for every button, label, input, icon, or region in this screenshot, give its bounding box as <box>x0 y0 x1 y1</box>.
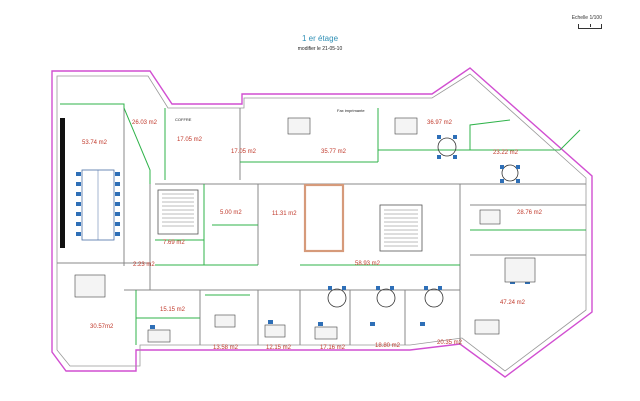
plan-title: 1 er étage <box>301 34 339 43</box>
printer-label: Fax imprimante <box>337 108 365 113</box>
area-label: 13.58 m2 <box>213 345 239 351</box>
area-label: 23.22 m2 <box>493 150 519 156</box>
meeting-table <box>60 118 120 248</box>
desks <box>74 117 536 343</box>
area-label: 30.57m2 <box>90 324 114 330</box>
area-label: 12.15 m2 <box>266 345 292 351</box>
area-label: 15.15 m2 <box>160 307 186 313</box>
scale-bar <box>578 24 602 29</box>
area-label: 28.76 m2 <box>517 210 543 216</box>
scale-label: Echelle 1/100 <box>571 15 602 21</box>
area-label: 36.97 m2 <box>427 120 453 126</box>
area-label: 47.24 m2 <box>500 300 526 306</box>
round-tables <box>327 137 519 308</box>
stair-core <box>157 183 423 253</box>
area-label: 2.23 m2 <box>133 262 155 268</box>
area-label: 17.05 m2 <box>177 137 203 143</box>
area-label: 53.74 m2 <box>82 140 108 146</box>
coffre-label: COFFRE <box>175 117 192 122</box>
area-label: 17.16 m2 <box>320 345 346 351</box>
area-label: 58.93 m2 <box>355 261 381 267</box>
area-label: 5.00 m2 <box>220 210 242 216</box>
chairs <box>150 135 530 329</box>
area-label: 26.03 m2 <box>132 120 158 126</box>
plan-subtitle: modifier le 21-05-10 <box>297 46 343 52</box>
area-label: 18.80 m2 <box>375 343 401 349</box>
area-label: 7.69 m2 <box>163 240 185 246</box>
area-labels: 53.74 m2 26.03 m2 17.05 m2 17.05 m2 35.7… <box>82 120 543 351</box>
area-label: 35.77 m2 <box>321 149 347 155</box>
building-outline <box>51 67 593 378</box>
partitions <box>60 103 586 345</box>
area-label: 20.35 m2 <box>437 340 463 346</box>
area-label: 11.31 m2 <box>272 211 297 217</box>
area-label: 17.05 m2 <box>231 149 257 155</box>
